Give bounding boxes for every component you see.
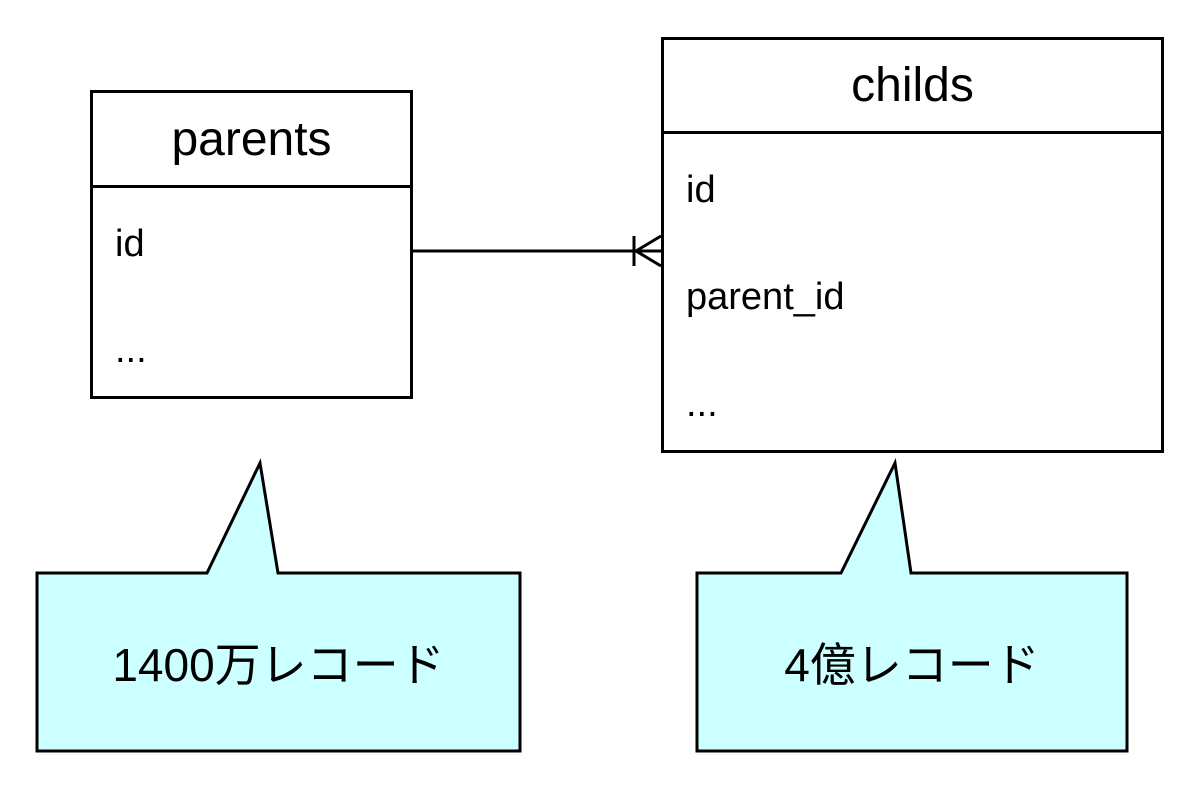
entity-title: parents xyxy=(93,93,410,188)
relationship-connector[interactable] xyxy=(413,234,662,268)
entity-parents[interactable]: parents id ... xyxy=(90,90,413,399)
callout-childs-text: 4億レコード xyxy=(784,639,1040,691)
entity-title: childs xyxy=(664,40,1161,134)
crows-foot-icon xyxy=(632,234,662,268)
entity-childs[interactable]: childs id parent_id ... xyxy=(661,37,1164,453)
field-id: id xyxy=(686,169,716,211)
field-ellipsis: ... xyxy=(115,329,147,371)
field-id: id xyxy=(115,223,145,265)
callout-parents-shape xyxy=(35,458,522,753)
field-ellipsis: ... xyxy=(686,383,718,425)
callout-childs-shape xyxy=(695,457,1129,753)
callout-parents-text: 1400万レコード xyxy=(112,639,445,691)
field-parent-id: parent_id xyxy=(686,276,845,318)
